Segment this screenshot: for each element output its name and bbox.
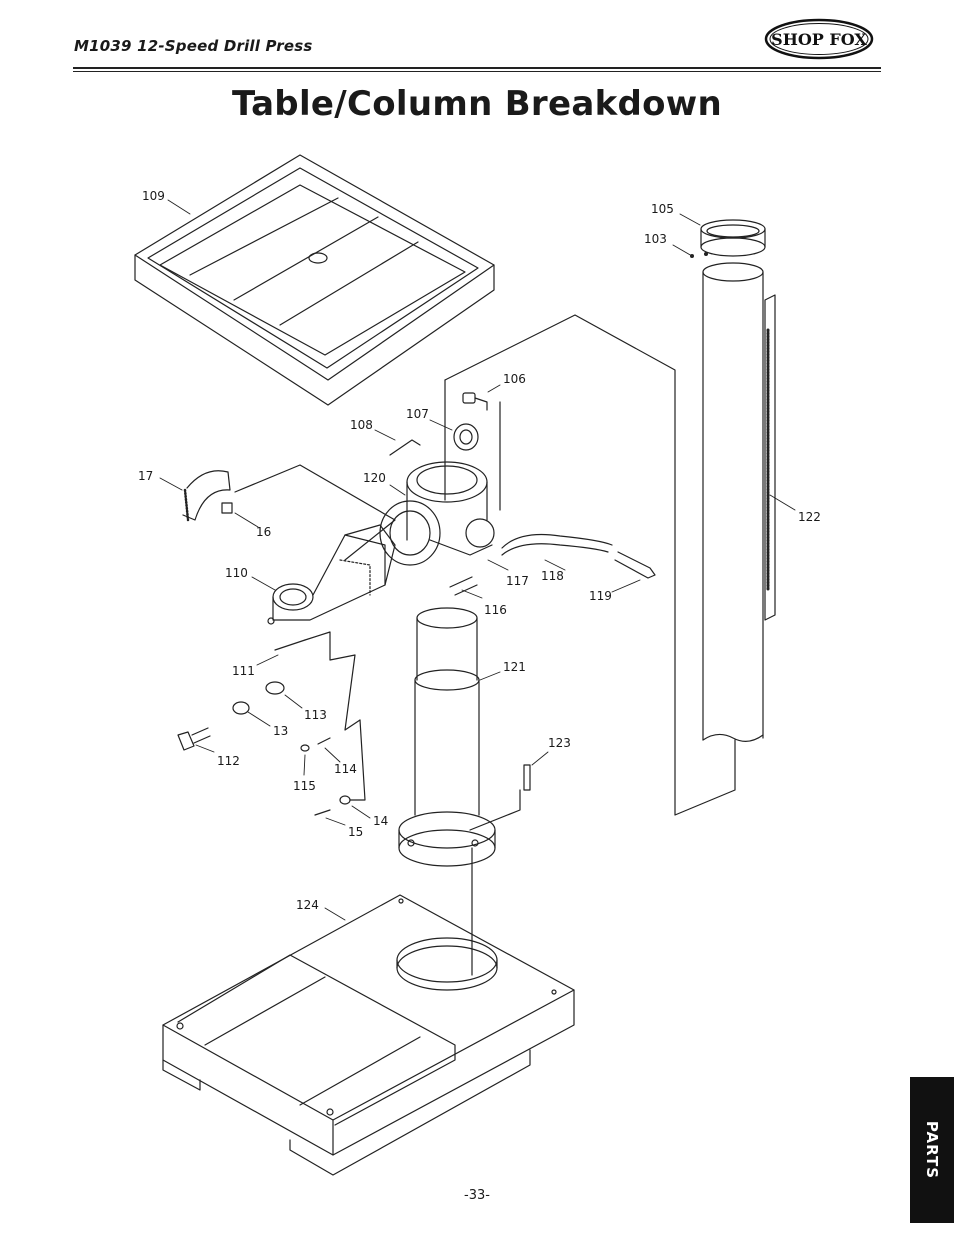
bolt-123 xyxy=(523,764,531,791)
page-title: Table/Column Breakdown xyxy=(231,84,723,124)
callout-121: 121 xyxy=(503,660,526,674)
arm-line xyxy=(234,464,396,561)
header-rule-thin xyxy=(73,71,881,72)
callout-14: 14 xyxy=(373,814,388,828)
callout-103: 103 xyxy=(644,232,667,246)
rack-122 xyxy=(764,294,776,621)
callout-124: 124 xyxy=(296,898,319,912)
ring-17 xyxy=(182,470,231,522)
table-109 xyxy=(134,154,495,406)
washer-113 xyxy=(265,681,285,695)
callout-13: 13 xyxy=(273,724,288,738)
bracket-line xyxy=(444,314,736,816)
setscrew-15 xyxy=(314,809,331,816)
page-number: -33- xyxy=(464,1188,490,1203)
lock-108 xyxy=(389,439,421,456)
table-arm-110 xyxy=(267,524,396,625)
callout-112: 112 xyxy=(217,754,240,768)
callout-115: 115 xyxy=(293,779,316,793)
callout-119: 119 xyxy=(589,589,612,603)
bolt-line-123 xyxy=(469,789,521,831)
callout-113: 113 xyxy=(304,708,327,722)
shaft-116 xyxy=(449,576,478,596)
parts-section-tab[interactable]: PARTS xyxy=(910,1077,954,1223)
washer-13 xyxy=(232,701,250,715)
nut-115 xyxy=(300,744,310,752)
parts-tab-label: PARTS xyxy=(923,1120,941,1180)
manual-title: M1039 12-Speed Drill Press xyxy=(74,37,313,55)
screw-111 xyxy=(274,639,306,651)
callout-116: 116 xyxy=(484,603,507,617)
callout-122: 122 xyxy=(798,510,821,524)
lead-line xyxy=(304,631,361,731)
worm-106 xyxy=(462,392,488,411)
callout-17: 17 xyxy=(138,469,153,483)
header-rule xyxy=(73,67,881,69)
callout-107: 107 xyxy=(406,407,429,421)
callout-120: 120 xyxy=(363,471,386,485)
column-base-121 xyxy=(398,607,496,867)
callout-110: 110 xyxy=(225,566,248,580)
column xyxy=(702,262,764,742)
screw-114 xyxy=(317,737,331,745)
callout-leaders xyxy=(159,199,796,921)
callout-109: 109 xyxy=(142,189,165,203)
callout-106: 106 xyxy=(503,372,526,386)
column-ring-105 xyxy=(700,219,766,257)
callout-105: 105 xyxy=(651,202,674,216)
bracket-body-120 xyxy=(379,461,495,566)
nut-14 xyxy=(339,795,351,805)
callout-15: 15 xyxy=(348,825,363,839)
shop-fox-logo: SHOP FOX xyxy=(764,18,874,60)
callout-123: 123 xyxy=(548,736,571,750)
callout-108: 108 xyxy=(350,418,373,432)
logo-text: SHOP FOX xyxy=(771,30,867,49)
lead-line-2 xyxy=(349,719,366,801)
callout-114: 114 xyxy=(334,762,357,776)
callout-111: 111 xyxy=(232,664,255,678)
callout-117: 117 xyxy=(506,574,529,588)
handle-119 xyxy=(614,551,656,579)
key-16 xyxy=(221,502,233,514)
bolt-112 xyxy=(177,727,211,751)
callout-16: 16 xyxy=(256,525,271,539)
callout-118: 118 xyxy=(541,569,564,583)
base-124 xyxy=(162,894,575,1176)
gear-107 xyxy=(453,423,479,451)
crank-118 xyxy=(501,533,613,556)
